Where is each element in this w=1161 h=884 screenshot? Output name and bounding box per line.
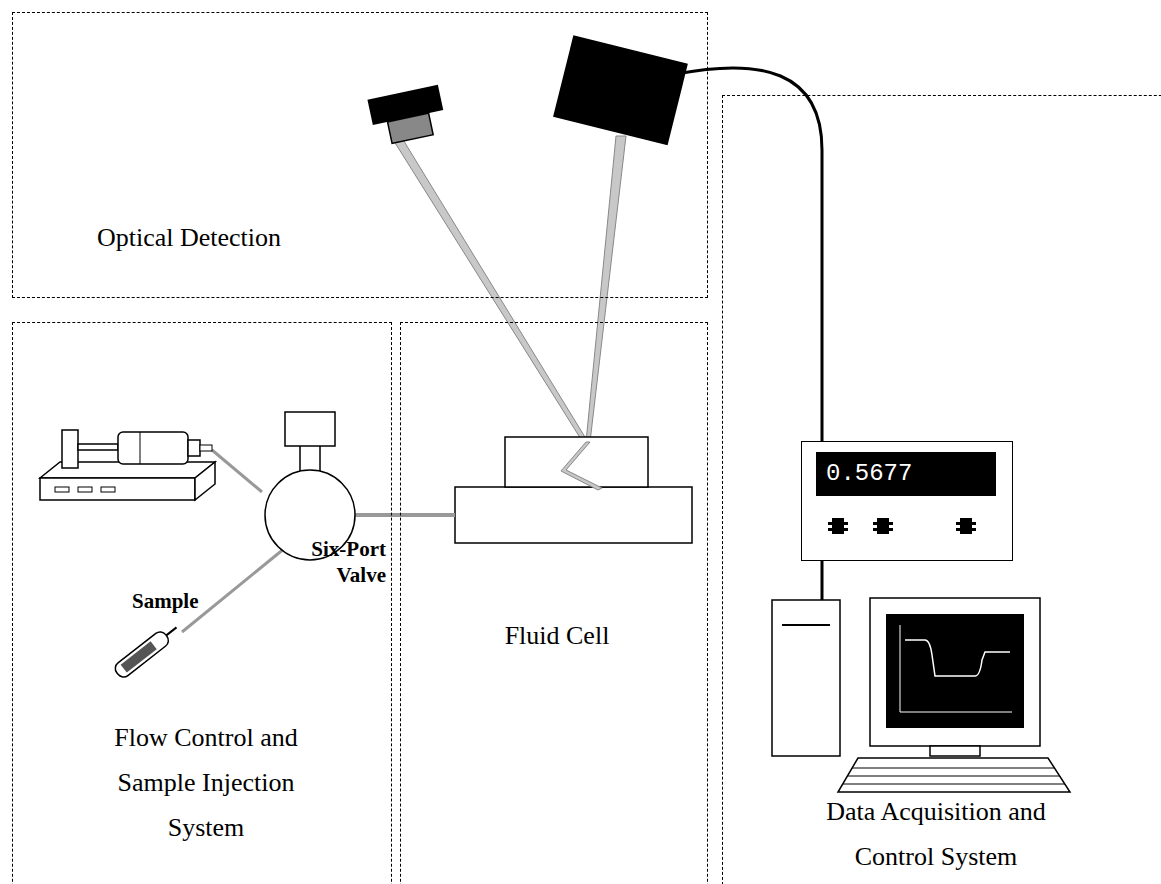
sample-label: Sample <box>132 588 242 614</box>
detector <box>553 35 688 145</box>
sample-syringe <box>112 621 181 680</box>
signal-cable <box>676 68 822 442</box>
region-title: Data Acquisition and Control System <box>805 789 1067 879</box>
data-acquisition-region: Data Acquisition and Control System 0.567… <box>722 95 1161 884</box>
fluid-cell-region: Fluid Cell <box>400 322 708 884</box>
light-source <box>367 85 447 147</box>
computer <box>772 598 1070 792</box>
optical-region: Optical Detection <box>12 12 708 298</box>
tubing <box>355 513 455 517</box>
flow-control-region: Flow Control and Sample Injection System <box>12 322 392 884</box>
cell-base <box>455 487 692 543</box>
region-title: Fluid Cell <box>437 613 677 658</box>
region-title: Flow Control and Sample Injection System <box>86 715 326 850</box>
light-path <box>561 442 602 490</box>
reflected-beam <box>586 136 626 442</box>
incident-beam <box>392 138 588 444</box>
valve-label: Six-Port Valve <box>291 536 386 588</box>
data-cable <box>821 560 824 600</box>
meter-box: 0.5677 <box>801 441 1013 561</box>
tubing <box>212 450 262 492</box>
syringe-pump <box>40 430 215 500</box>
meter-display: 0.5677 <box>816 452 996 496</box>
region-title: Optical Detection <box>39 215 339 260</box>
meter-buttons <box>828 518 976 534</box>
